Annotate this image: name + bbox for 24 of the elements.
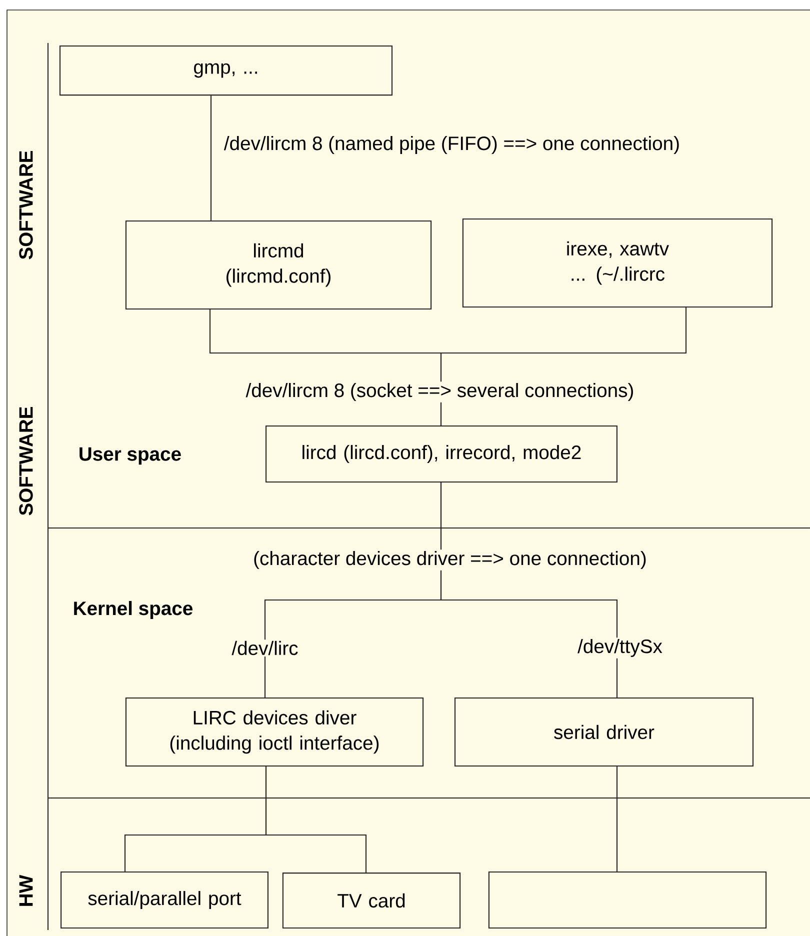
edge-label: /dev/lircm 8 (named pipe (FIFO) ==> one connection): [222, 134, 682, 156]
process-box: serial/parallel port: [60, 871, 268, 929]
side-label: HW: [19, 874, 33, 906]
edge-label: /dev/lirc: [230, 640, 300, 656]
section-label: Kernel space: [74, 601, 192, 620]
empty-box: [488, 871, 767, 929]
connector-line: [265, 766, 367, 872]
connection-label: /dev/lircm 8 (socket ==> several connections): [244, 382, 636, 402]
process-box: irexe, xawtv ... (~/.lircrc: [462, 218, 773, 308]
connector-line: [210, 96, 212, 220]
connector-line: [440, 308, 687, 426]
process-box: TV card: [282, 872, 461, 928]
side-label: SOFTWARE: [19, 406, 33, 516]
section-label: User space: [80, 447, 181, 465]
connector-line: [440, 482, 618, 698]
process-box: lircd (lircd.conf), irrecord, mode2: [266, 425, 618, 483]
connection-label: (character devices driver ==> one connection): [252, 550, 648, 570]
side-label: SOFTWARE: [19, 150, 33, 260]
process-box: gmp, ...: [59, 45, 393, 96]
process-box: LIRC devices diver (including ioctl interface): [125, 697, 424, 767]
process-box: serial driver: [454, 697, 754, 767]
connector-line: [616, 766, 618, 872]
process-box: lircmd (lircmd.conf): [125, 220, 432, 310]
edge-label: /dev/ttySx: [576, 638, 664, 658]
